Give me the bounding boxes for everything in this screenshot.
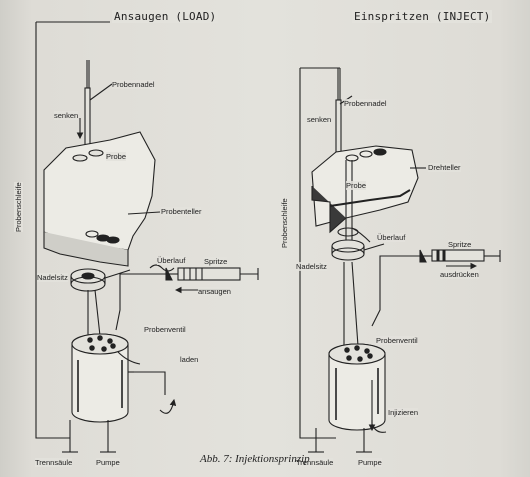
right-label-ausdruecken: ausdrücken — [440, 270, 479, 279]
left-label-probenventil: Probenventil — [144, 325, 186, 334]
right-label-probenventil: Probenventil — [376, 336, 418, 345]
right-sample-needle — [335, 99, 342, 153]
right-syringe — [419, 249, 501, 263]
right-label-drehteller: Drehteller — [428, 163, 461, 172]
right-label-probe: Probe — [346, 181, 367, 190]
right-panel-title: Einspritzen (INJECT) — [352, 10, 493, 23]
right-label-senken: senken — [307, 115, 332, 124]
left-label-probe: Probe — [106, 152, 127, 161]
left-sample-loop-frame — [35, 22, 70, 439]
left-label-spritze: Spritze — [204, 257, 228, 266]
left-sample-needle — [84, 87, 91, 147]
left-label-probenschleife: Probenschleife — [14, 182, 23, 232]
left-sample-tray — [43, 131, 156, 251]
right-label-ueberlauf: Überlauf — [377, 233, 406, 242]
left-label-probenteller: Probenteller — [161, 207, 202, 216]
left-label-pumpe: Pumpe — [96, 458, 120, 467]
left-panel-drawing — [35, 21, 259, 453]
right-sample-valve — [328, 343, 386, 431]
figure-caption: Abb. 7: Injektionsprinzip — [200, 453, 310, 465]
left-label-ansaugen: ansaugen — [198, 287, 231, 296]
left-sample-valve — [71, 333, 141, 423]
right-panel-drawing — [299, 67, 501, 453]
left-panel-title: Ansaugen (LOAD) — [112, 10, 219, 23]
right-label-trennsaeule: Trennsäule — [296, 458, 334, 467]
right-sample-loop-frame — [299, 68, 316, 439]
right-label-nadelsitz: Nadelsitz — [296, 262, 327, 271]
right-label-spritze: Spritze — [448, 240, 472, 249]
left-label-senken: senken — [54, 111, 79, 120]
left-label-ueberlauf: Überlauf — [157, 256, 186, 265]
right-label-probennadel: Probennadel — [344, 99, 387, 108]
left-label-probennadel: Probennadel — [112, 80, 155, 89]
right-label-probenschleife: Probenschleife — [280, 198, 289, 248]
right-label-injizieren: Injizieren — [388, 408, 419, 417]
left-syringe — [165, 267, 259, 281]
left-label-laden: laden — [180, 355, 199, 364]
left-label-trennsaeule: Trennsäule — [35, 458, 73, 467]
left-label-nadelsitz: Nadelsitz — [37, 273, 68, 282]
right-label-pumpe: Pumpe — [358, 458, 382, 467]
